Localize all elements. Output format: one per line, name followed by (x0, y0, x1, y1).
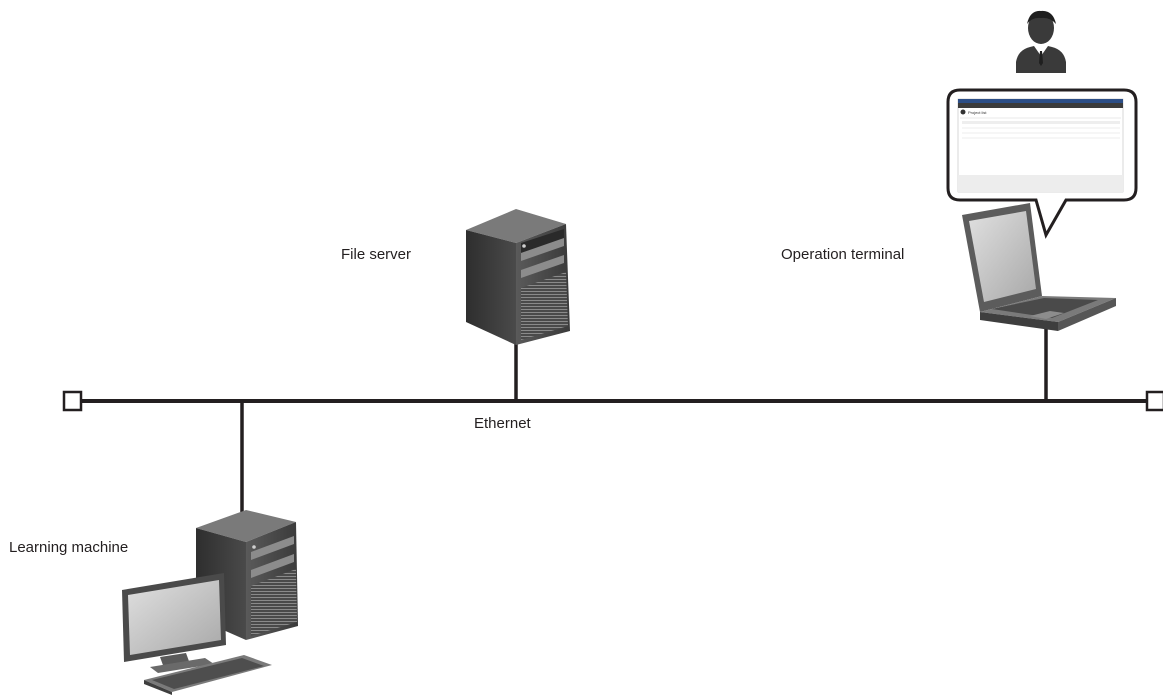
terminator-icon-right (1145, 390, 1163, 412)
learning-machine-label: Learning machine (9, 539, 128, 556)
monitor-icon (122, 573, 226, 673)
keyboard-icon (144, 655, 272, 695)
screen-bubble: Project list (946, 88, 1138, 239)
file-server-label: File server (341, 246, 411, 263)
file-server-icon (466, 209, 570, 345)
ethernet-label: Ethernet (474, 415, 532, 432)
screen-thumbnail: Project list (957, 98, 1124, 193)
operation-terminal-label: Operation terminal (781, 246, 904, 263)
screen-title: Project list (968, 110, 987, 115)
ethernet-bus (62, 325, 1163, 512)
terminator-icon-left (62, 390, 83, 412)
laptop-icon (962, 203, 1116, 331)
user-icon (1016, 10, 1066, 73)
